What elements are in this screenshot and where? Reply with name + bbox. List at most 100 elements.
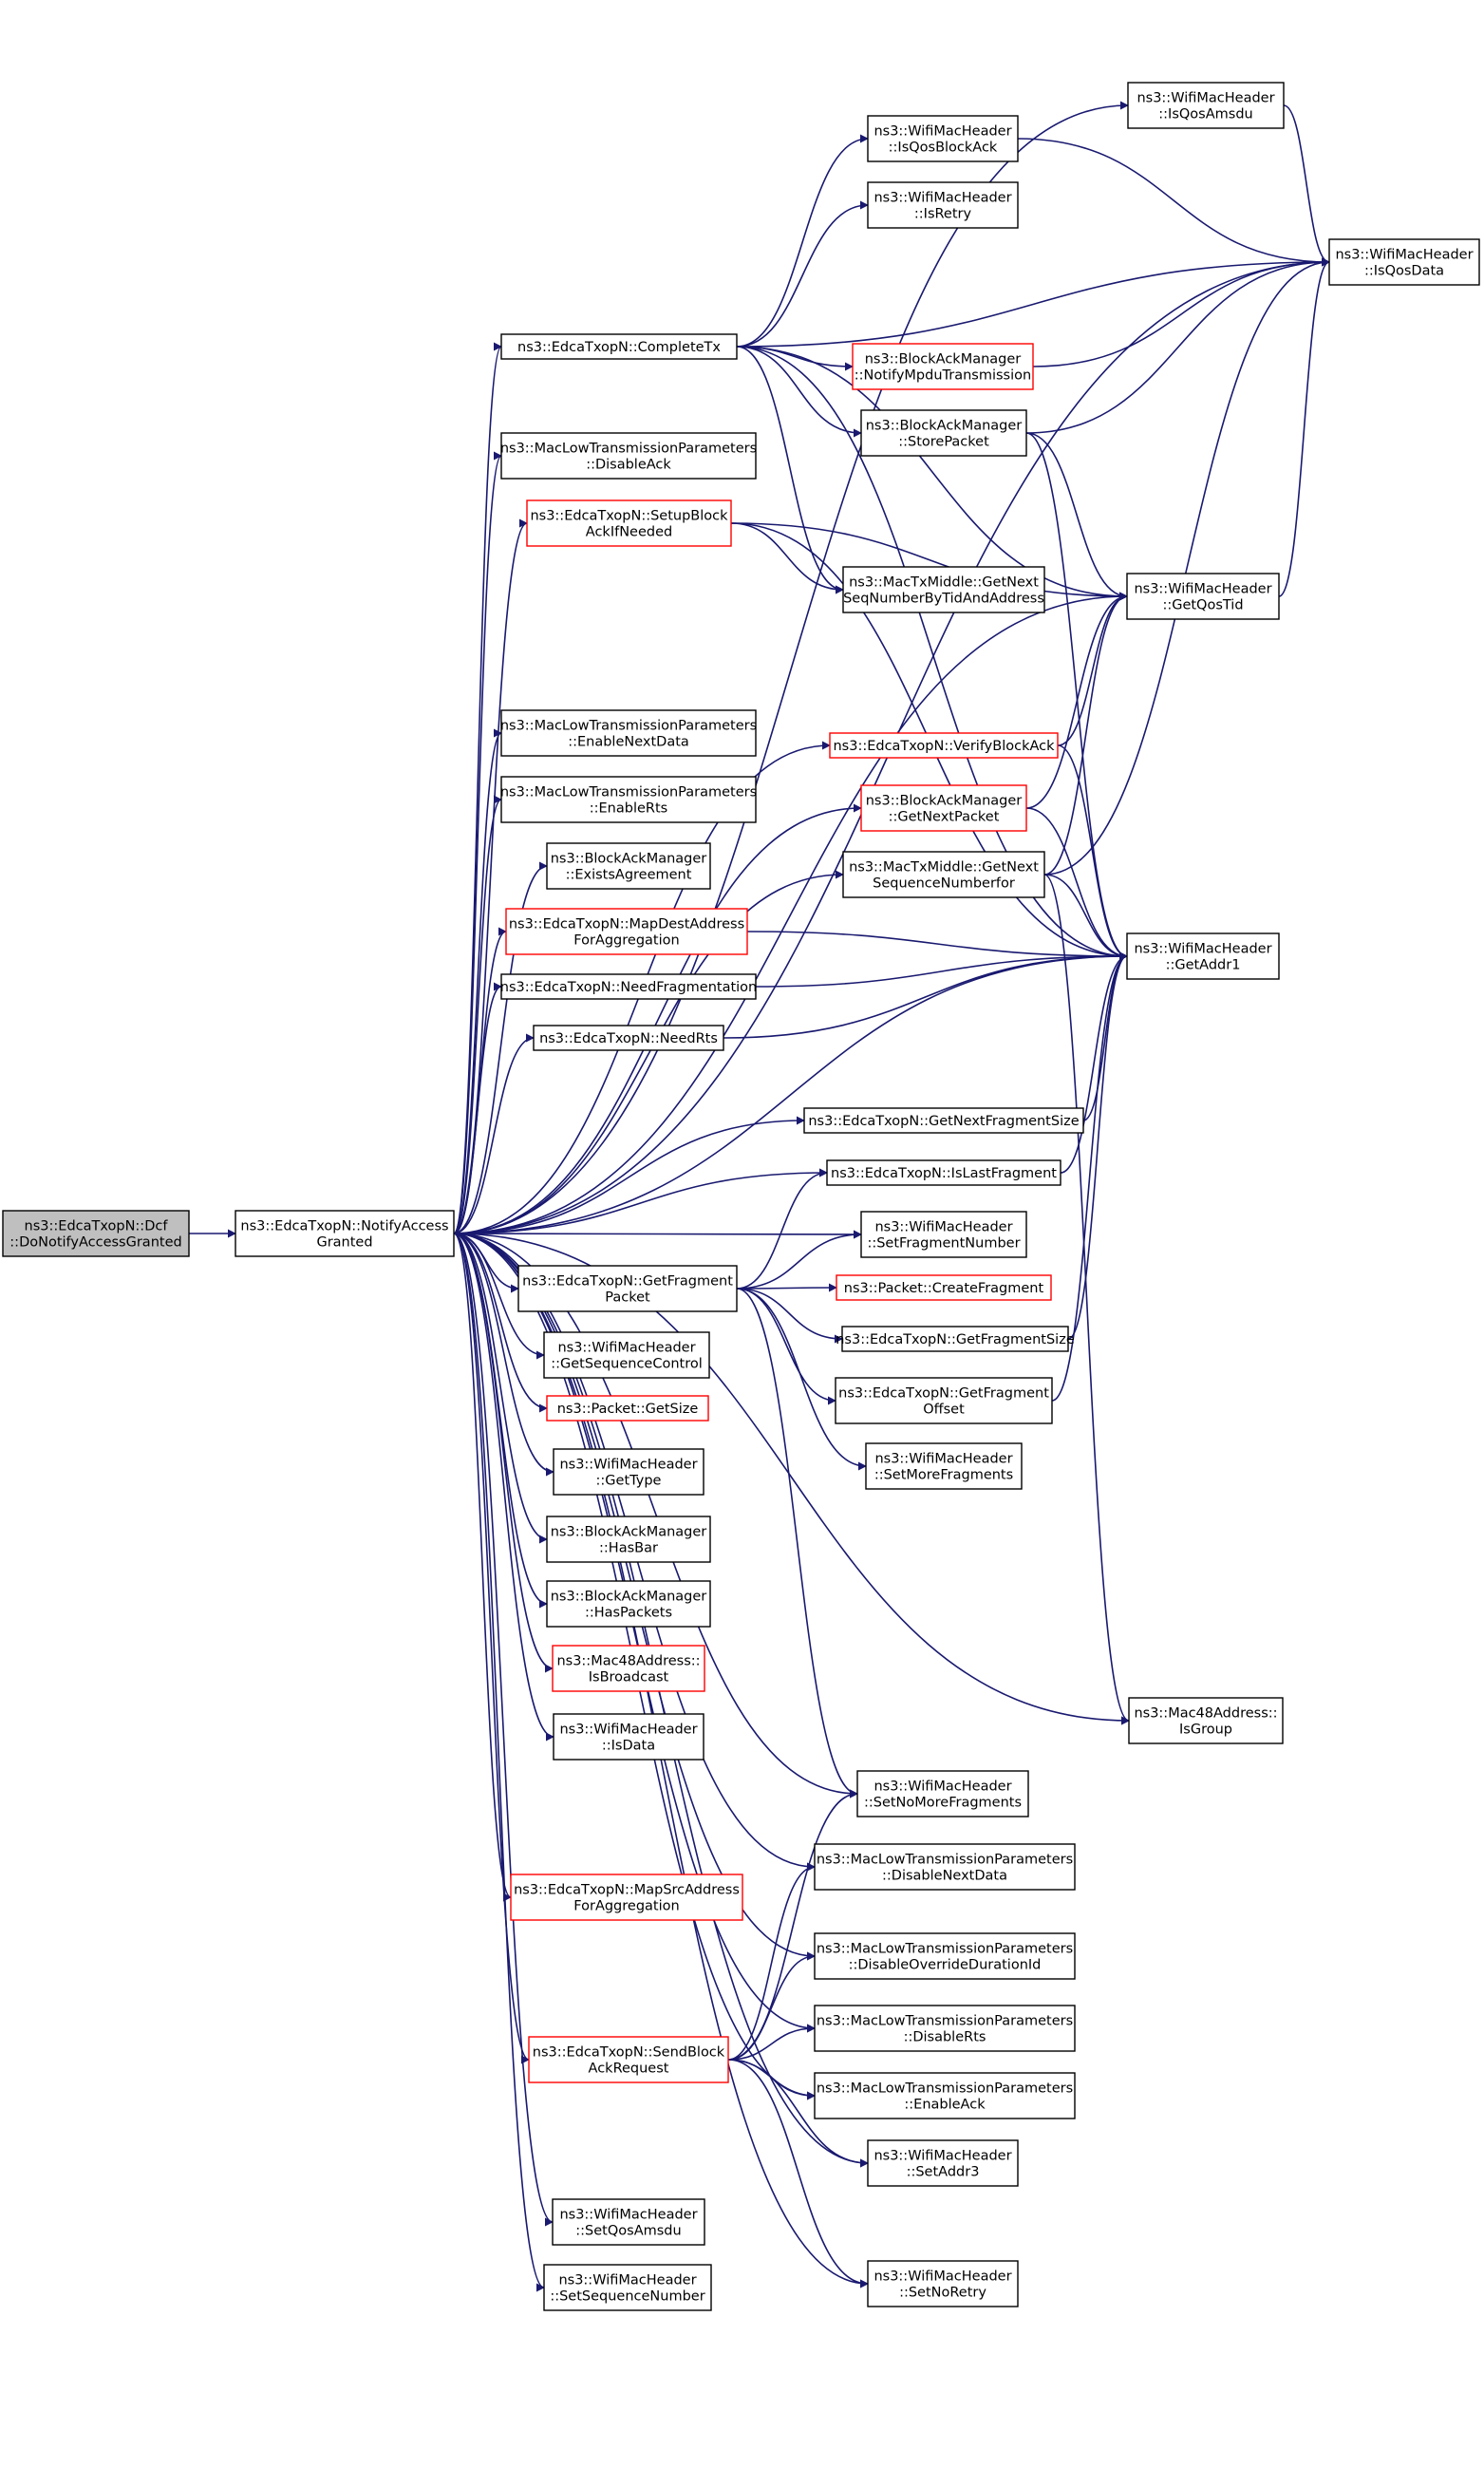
node-box[interactable] <box>500 776 757 823</box>
node-box[interactable] <box>814 2005 1076 2052</box>
graph-node-enableack[interactable]: ns3::MacLowTransmissionParameters::Enabl… <box>814 2072 1076 2119</box>
node-box[interactable] <box>826 1159 1061 1186</box>
graph-node-setseqnum[interactable]: ns3::WifiMacHeader::SetSequenceNumber <box>543 2264 712 2311</box>
node-box[interactable] <box>1126 573 1280 620</box>
node-box[interactable] <box>552 1645 705 1692</box>
node-box[interactable] <box>856 1770 1029 1817</box>
graph-node-setnoretry[interactable]: ns3::WifiMacHeader::SetNoRetry <box>867 2260 1019 2307</box>
node-box[interactable] <box>553 1713 704 1761</box>
graph-node-isbroadcast[interactable]: ns3::Mac48Address::IsBroadcast <box>552 1645 705 1692</box>
node-box[interactable] <box>1126 932 1280 980</box>
graph-node-disablerts[interactable]: ns3::MacLowTransmissionParameters::Disab… <box>814 2005 1076 2052</box>
graph-node-storepacket[interactable]: ns3::BlockAckManager::StorePacket <box>860 409 1027 457</box>
node-box[interactable] <box>546 1580 711 1628</box>
graph-node-setqosamsdu[interactable]: ns3::WifiMacHeader::SetQosAmsdu <box>552 2198 705 2246</box>
graph-node-getnextseqbytid[interactable]: ns3::MacTxMiddle::GetNextSeqNumberByTidA… <box>842 566 1045 613</box>
graph-node-getnextseqfor[interactable]: ns3::MacTxMiddle::GetNextSequenceNumberf… <box>842 851 1045 898</box>
graph-node-root[interactable]: ns3::EdcaTxopN::Dcf::DoNotifyAccessGrant… <box>2 1210 190 1257</box>
node-box[interactable] <box>867 181 1019 229</box>
node-box[interactable] <box>553 1448 704 1496</box>
graph-node-getnextpacket[interactable]: ns3::BlockAckManager::GetNextPacket <box>860 784 1027 832</box>
node-box[interactable] <box>1328 238 1480 286</box>
node-box[interactable] <box>235 1210 455 1257</box>
node-box[interactable] <box>546 842 711 890</box>
node-box[interactable] <box>867 115 1019 162</box>
node-box[interactable] <box>836 1274 1052 1301</box>
node-box[interactable] <box>1127 82 1285 129</box>
graph-node-isqosblockack[interactable]: ns3::WifiMacHeader::IsQosBlockAck <box>867 115 1019 162</box>
node-box[interactable] <box>546 1516 711 1563</box>
node-box[interactable] <box>842 851 1045 898</box>
graph-node-nag[interactable]: ns3::EdcaTxopN::NotifyAccessGranted <box>235 1210 455 1257</box>
graph-node-setfragnum[interactable]: ns3::WifiMacHeader::SetFragmentNumber <box>860 1211 1027 1258</box>
graph-node-isqosdata[interactable]: ns3::WifiMacHeader::IsQosData <box>1328 238 1480 286</box>
node-box[interactable] <box>803 1107 1084 1134</box>
graph-node-disableoverride[interactable]: ns3::MacLowTransmissionParameters::Disab… <box>814 1932 1076 1980</box>
graph-node-getaddr1[interactable]: ns3::WifiMacHeader::GetAddr1 <box>1126 932 1280 980</box>
node-box[interactable] <box>546 1395 709 1422</box>
graph-node-enablenextdata[interactable]: ns3::MacLowTransmissionParameters::Enabl… <box>500 709 757 757</box>
graph-node-haspackets[interactable]: ns3::BlockAckManager::HasPackets <box>546 1580 711 1628</box>
graph-node-mapdest[interactable]: ns3::EdcaTxopN::MapDestAddressForAggrega… <box>505 908 748 955</box>
graph-node-setaddr3[interactable]: ns3::WifiMacHeader::SetAddr3 <box>867 2139 1019 2187</box>
graph-node-verifyblockack[interactable]: ns3::EdcaTxopN::VerifyBlockAck <box>829 732 1059 759</box>
graph-node-notifympdu[interactable]: ns3::BlockAckManager::NotifyMpduTransmis… <box>852 343 1034 390</box>
node-box[interactable] <box>505 908 748 955</box>
node-box[interactable] <box>552 2198 705 2246</box>
graph-node-enablerts[interactable]: ns3::MacLowTransmissionParameters::Enabl… <box>500 776 757 823</box>
node-box[interactable] <box>2 1210 190 1257</box>
graph-node-disablenextdata[interactable]: ns3::MacLowTransmissionParameters::Disab… <box>814 1843 1076 1891</box>
node-box[interactable] <box>500 973 757 1000</box>
graph-node-islastfrag[interactable]: ns3::EdcaTxopN::IsLastFragment <box>826 1159 1061 1186</box>
node-box[interactable] <box>543 2264 712 2311</box>
graph-node-getsize[interactable]: ns3::Packet::GetSize <box>546 1395 709 1422</box>
graph-node-existsagreement[interactable]: ns3::BlockAckManager::ExistsAgreement <box>546 842 711 890</box>
graph-node-createfrag[interactable]: ns3::Packet::CreateFragment <box>836 1274 1052 1301</box>
node-box[interactable] <box>867 2139 1019 2187</box>
graph-node-gettype[interactable]: ns3::WifiMacHeader::GetType <box>553 1448 704 1496</box>
node-box[interactable] <box>865 1442 1023 1490</box>
node-box[interactable] <box>510 1874 743 1921</box>
graph-node-getseqctrl[interactable]: ns3::WifiMacHeader::GetSequenceControl <box>543 1331 710 1379</box>
node-box[interactable] <box>526 499 732 547</box>
node-box[interactable] <box>814 2072 1076 2119</box>
graph-node-getnextfragsize[interactable]: ns3::EdcaTxopN::GetNextFragmentSize <box>803 1107 1084 1134</box>
node-box[interactable] <box>533 1025 724 1051</box>
node-box[interactable] <box>860 1211 1027 1258</box>
graph-node-setmorefrags[interactable]: ns3::WifiMacHeader::SetMoreFragments <box>865 1442 1023 1490</box>
node-box[interactable] <box>852 343 1034 390</box>
node-box[interactable] <box>500 709 757 757</box>
graph-node-needfrag[interactable]: ns3::EdcaTxopN::NeedFragmentation <box>500 973 757 1000</box>
graph-node-disableack[interactable]: ns3::MacLowTransmissionParameters::Disab… <box>500 432 757 480</box>
node-box[interactable] <box>543 1331 710 1379</box>
graph-node-hasbar[interactable]: ns3::BlockAckManager::HasBar <box>546 1516 711 1563</box>
node-box[interactable] <box>860 409 1027 457</box>
graph-node-isgroup[interactable]: ns3::Mac48Address::IsGroup <box>1128 1697 1284 1744</box>
graph-node-isretry[interactable]: ns3::WifiMacHeader::IsRetry <box>867 181 1019 229</box>
node-box[interactable] <box>842 566 1045 613</box>
node-box[interactable] <box>841 1326 1069 1352</box>
node-box[interactable] <box>835 1377 1053 1424</box>
node-box[interactable] <box>829 732 1059 759</box>
graph-node-isqosamsdu[interactable]: ns3::WifiMacHeader::IsQosAmsdu <box>1127 82 1285 129</box>
node-box[interactable] <box>814 1843 1076 1891</box>
node-box[interactable] <box>500 333 738 360</box>
node-box[interactable] <box>528 2036 729 2083</box>
graph-node-setnomorefrags[interactable]: ns3::WifiMacHeader::SetNoMoreFragments <box>856 1770 1029 1817</box>
node-box[interactable] <box>860 784 1027 832</box>
node-box[interactable] <box>500 432 757 480</box>
graph-node-completetx[interactable]: ns3::EdcaTxopN::CompleteTx <box>500 333 738 360</box>
graph-node-mapsrc[interactable]: ns3::EdcaTxopN::MapSrcAddressForAggregat… <box>510 1874 743 1921</box>
graph-node-needrts[interactable]: ns3::EdcaTxopN::NeedRts <box>533 1025 724 1051</box>
node-box[interactable] <box>867 2260 1019 2307</box>
node-box[interactable] <box>814 1932 1076 1980</box>
graph-node-isdata[interactable]: ns3::WifiMacHeader::IsData <box>553 1713 704 1761</box>
graph-node-getqostid[interactable]: ns3::WifiMacHeader::GetQosTid <box>1126 573 1280 620</box>
node-box[interactable] <box>1128 1697 1284 1744</box>
graph-node-getfragsize[interactable]: ns3::EdcaTxopN::GetFragmentSize <box>836 1326 1075 1352</box>
node-box[interactable] <box>517 1265 738 1312</box>
